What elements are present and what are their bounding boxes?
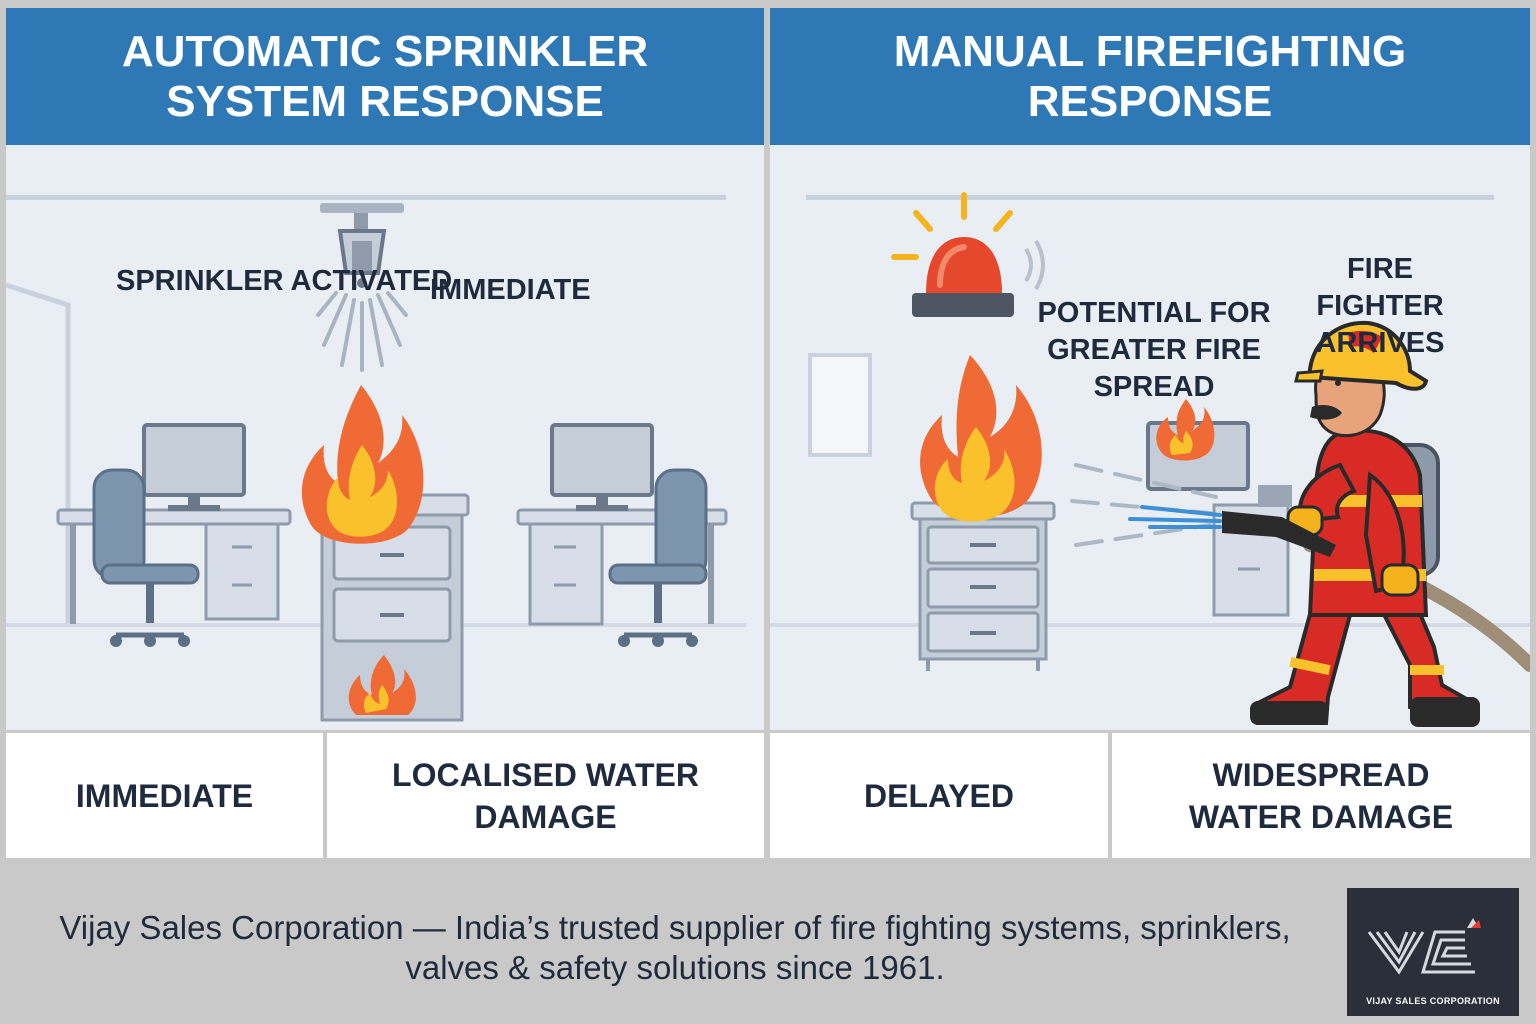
sprinkler-panel: AUTOMATIC SPRINKLER SYSTEM RESPONSE [6,8,764,858]
company-logo: VIJAY SALES CORPORATION [1347,888,1519,1016]
monitor-flame-icon [1156,399,1215,461]
sprinkler-header: AUTOMATIC SPRINKLER SYSTEM RESPONSE [6,8,764,145]
logo-company-name: VIJAY SALES CORPORATION [1366,996,1500,1006]
footer-tagline: Vijay Sales Corporation — India’s truste… [59,909,1291,986]
sprinkler-outcomes: IMMEDIATE LOCALISED WATER DAMAGE [6,730,764,858]
sprinkler-head-icon [320,203,404,288]
fire-fighter-label: FIRE FIGHTER ARRIVES [1315,253,1445,359]
fire-spread-label: POTENTIAL FOR GREATER FIRE SPREAD [1037,297,1271,403]
fire-flame-icon [920,355,1042,522]
right-chair [608,468,708,647]
manual-office-illustration [770,192,1530,727]
small-flame-icon [348,655,416,715]
sprinkler-water-damage: LOCALISED WATER DAMAGE [327,733,764,858]
left-chair [92,468,200,647]
immediate-label: IMMEDIATE [430,274,591,306]
sprinkler-office-illustration [6,195,746,722]
manual-outcomes: DELAYED WIDESPREAD WATER DAMAGE [770,730,1530,858]
manual-scene: POTENTIAL FOR GREATER FIRE SPREAD FIRE F… [770,145,1530,730]
manual-cabinet [910,501,1056,671]
water-stream [1070,463,1222,547]
fire-flame-icon [301,385,424,544]
wall-picture [808,353,872,457]
water-spray [316,291,408,372]
manual-header: MANUAL FIREFIGHTING RESPONSE [770,8,1530,145]
alarm-light-icon [891,192,1045,317]
sprinkler-activated-label: SPRINKLER ACTIVATED [116,265,453,297]
manual-panel: MANUAL FIREFIGHTING RESPONSE [770,8,1530,858]
sprinkler-title: AUTOMATIC SPRINKLER SYSTEM RESPONSE [121,26,649,126]
firefighter-icon [1222,320,1480,727]
vsc-logo-icon [1367,918,1481,975]
manual-response-time: DELAYED [770,733,1108,858]
manual-water-damage: WIDESPREAD WATER DAMAGE [1112,733,1530,858]
sprinkler-response-time: IMMEDIATE [6,733,323,858]
left-desk [56,423,292,624]
manual-title: MANUAL FIREFIGHTING RESPONSE [893,26,1407,126]
sprinkler-scene: SPRINKLER ACTIVATED IMMEDIATE [6,145,764,730]
